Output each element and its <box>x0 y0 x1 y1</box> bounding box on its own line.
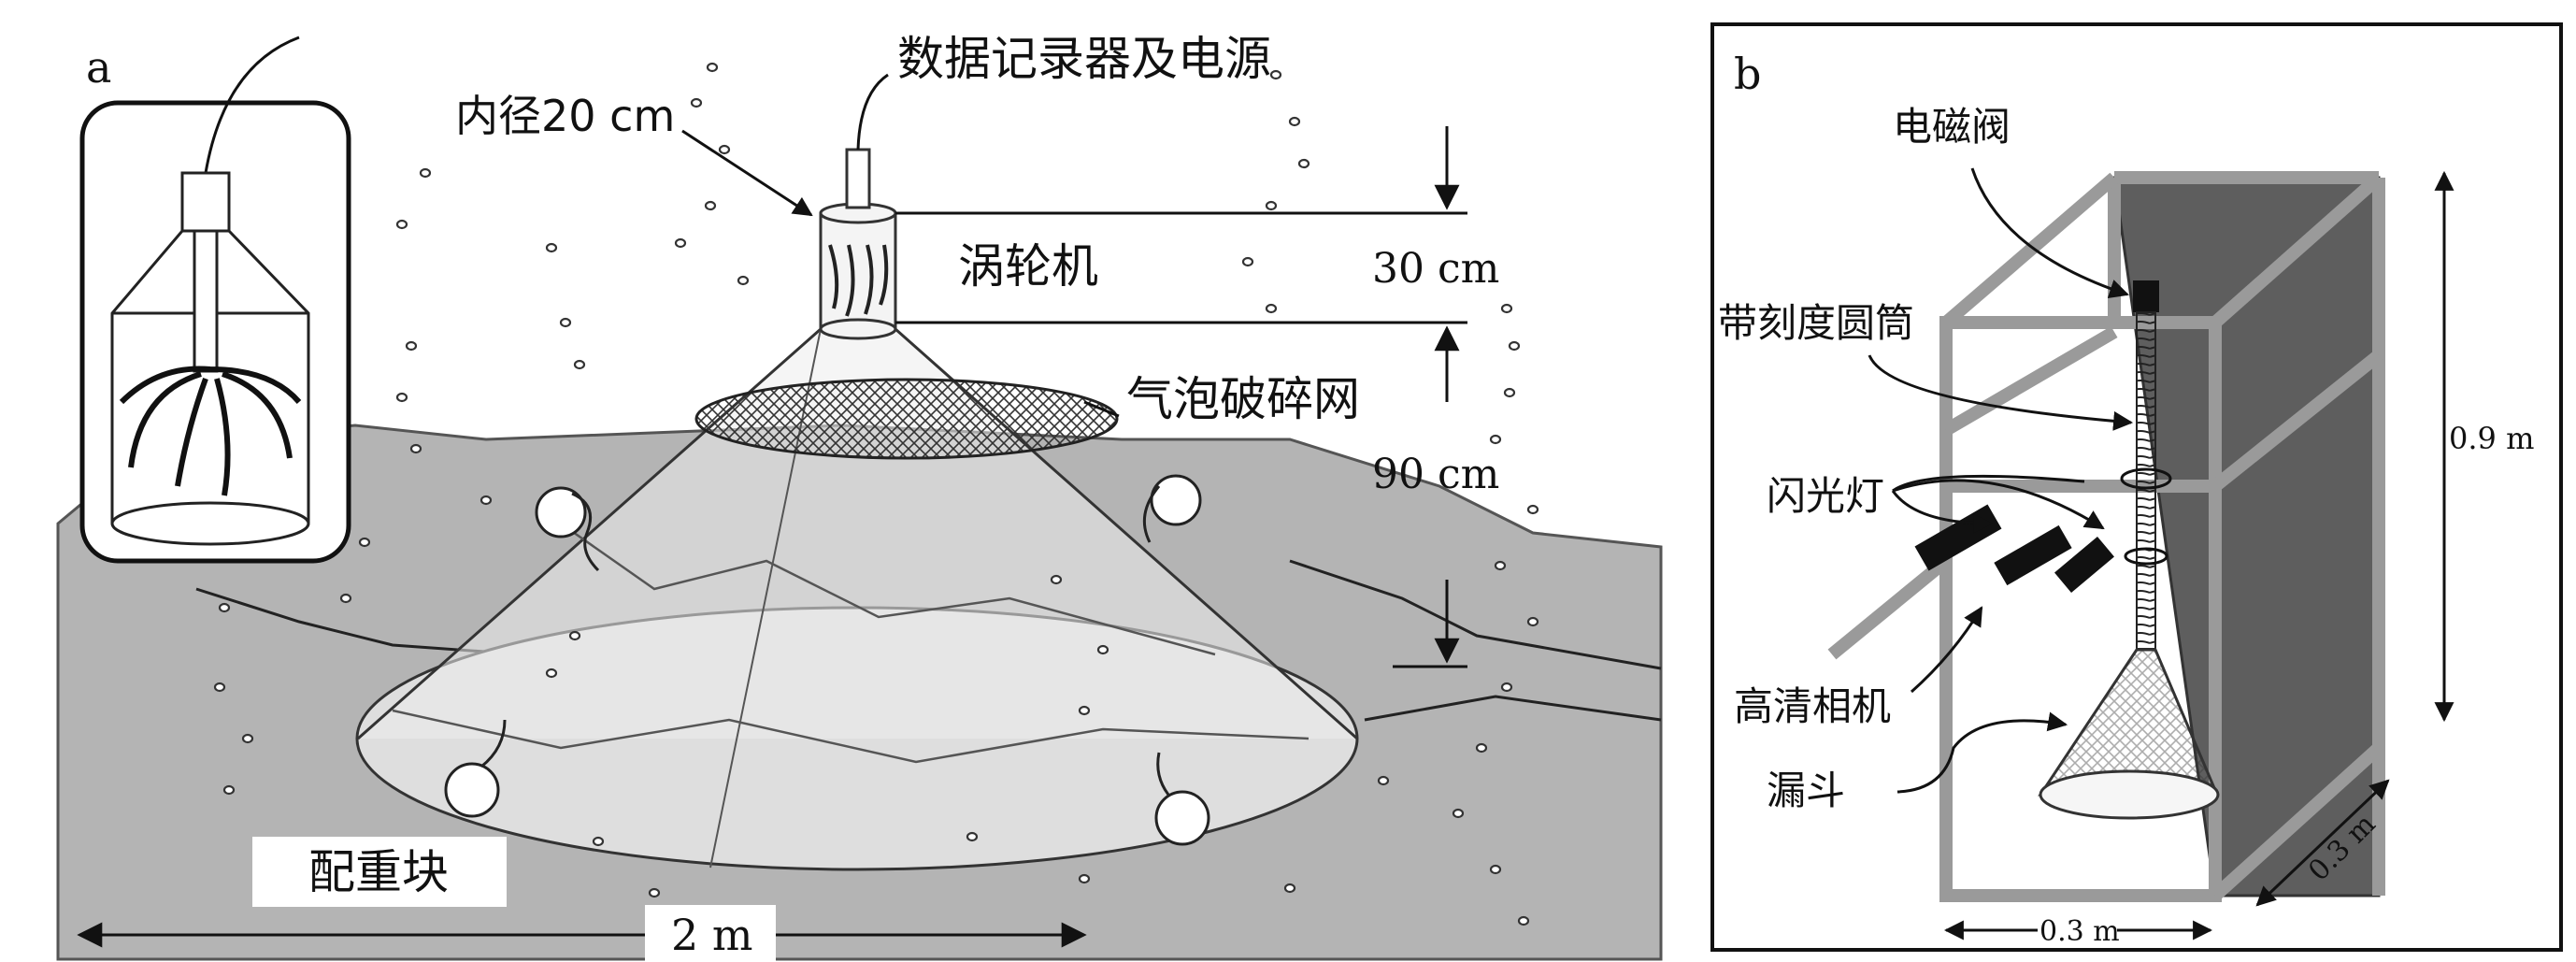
height-90-label: 90 cm <box>1372 451 1499 498</box>
logger-label: 数据记录器及电源 <box>897 32 1271 86</box>
box-frame <box>1827 171 2385 902</box>
width-2m-label: 2 m <box>671 910 753 960</box>
turbine-inset <box>79 36 351 564</box>
panel-a-letter: a <box>86 42 111 93</box>
bubble-breaking-mesh <box>694 378 1119 460</box>
weights-label-box <box>252 837 507 907</box>
width-0-3m-label: 0.3 m <box>2039 915 2120 948</box>
weight-blocks <box>444 474 1210 846</box>
panel-a: a 数据记录器及电源 内径20 cm 涡轮机 30 cm 气泡破碎网 90 cm… <box>56 7 1663 961</box>
solenoid-valve <box>2133 280 2159 312</box>
graduated-tube-label: 带刻度圆筒 <box>1718 300 1914 346</box>
cone-crack <box>392 709 1309 764</box>
height-30-label: 30 cm <box>1372 245 1499 293</box>
turbine-label: 涡轮机 <box>958 239 1098 294</box>
panel-b-dimensions <box>1943 170 2454 940</box>
cone-crack-2 <box>560 522 1216 656</box>
bubbles <box>213 62 1539 926</box>
inset-cable <box>204 36 300 174</box>
panel-b-letter: b <box>1734 49 1761 99</box>
height-0-9m-label: 0.9 m <box>2449 421 2534 456</box>
graduated-tube <box>2136 311 2156 650</box>
width-label-box <box>645 905 776 961</box>
panel-b: b 电磁阀 带刻度圆筒 闪光灯 高清相机 漏斗 0.9 m 0.3 m 0.3 … <box>1710 22 2563 952</box>
funnel-label: 漏斗 <box>1767 768 1845 813</box>
bubble-mesh-label: 气泡破碎网 <box>1126 372 1360 426</box>
weights-label: 配重块 <box>308 845 449 899</box>
funnel-mouth <box>2039 769 2220 820</box>
dimension-lines <box>77 126 1467 948</box>
turbine-cylinder <box>819 148 897 340</box>
flash-label: 闪光灯 <box>1767 473 1884 519</box>
leader-lines <box>681 73 1120 418</box>
camera-label: 高清相机 <box>1734 683 1891 729</box>
panel-b-leaders <box>1868 167 2134 794</box>
inner-diameter-label: 内径20 cm <box>455 91 675 141</box>
valve-label: 电磁阀 <box>1893 104 2011 150</box>
